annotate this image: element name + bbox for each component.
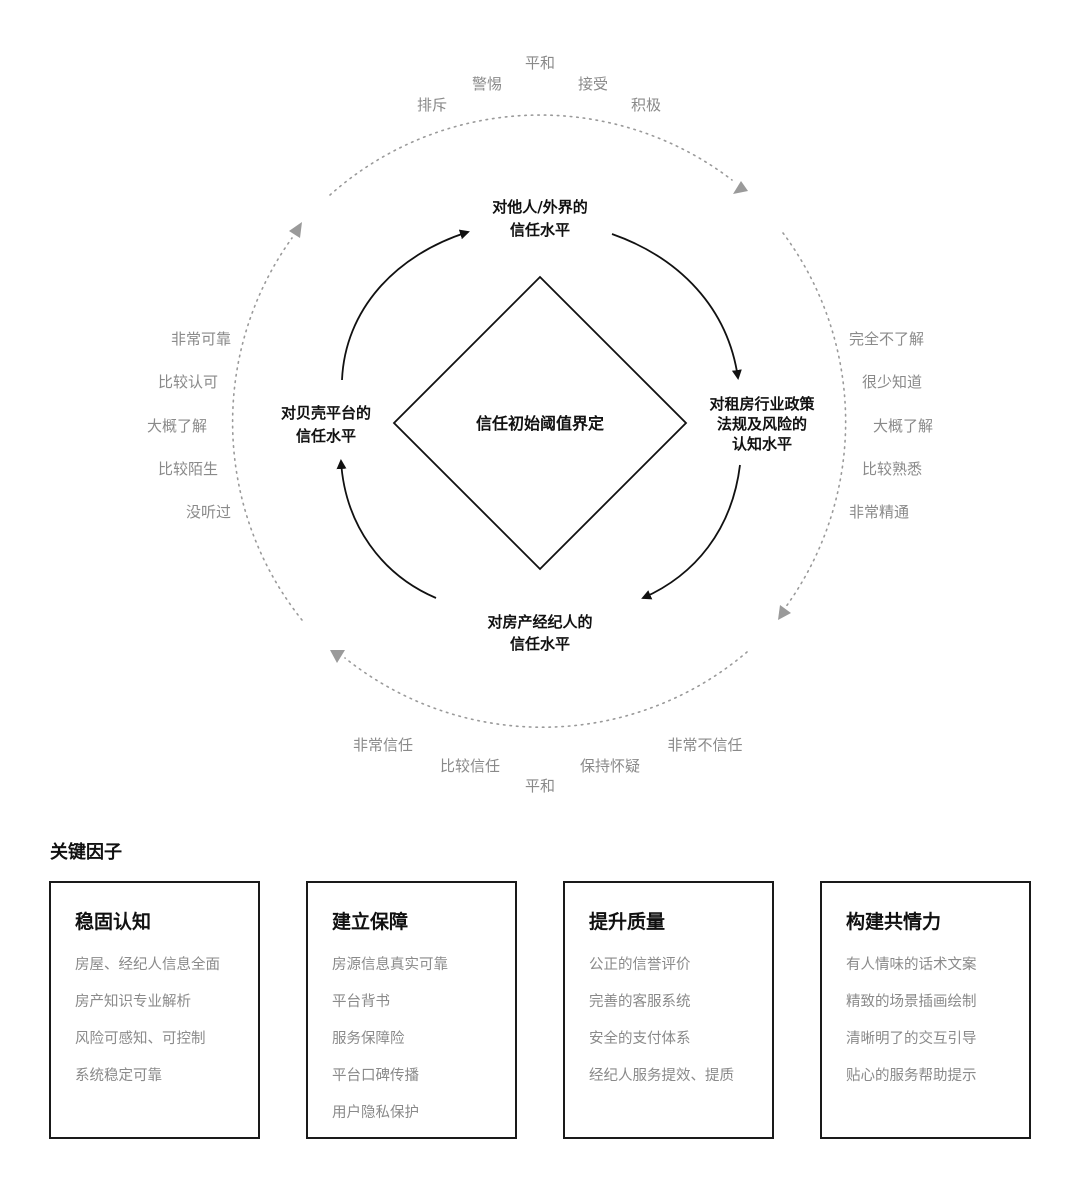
center-diamond bbox=[392, 275, 688, 571]
card-item-list: 有人情味的话术文案 精致的场景插画绘制 清晰明了的交互引导 贴心的服务帮助提示 bbox=[846, 954, 1029, 1102]
card-title: 提升质量 bbox=[589, 911, 666, 933]
inner-arrow-left-to-top bbox=[341, 229, 470, 381]
node-left-line-2: 信任水平 bbox=[296, 427, 356, 445]
scale-left-item: 非常可靠 bbox=[171, 330, 231, 348]
card-item: 有人情味的话术文案 bbox=[846, 957, 977, 973]
node-top-line-2: 信任水平 bbox=[510, 221, 570, 239]
scale-right-item: 很少知道 bbox=[862, 373, 922, 391]
scale-bottom-item: 比较信任 bbox=[440, 757, 500, 775]
card-item: 公正的信誉评价 bbox=[589, 957, 691, 973]
card-item: 系统稳定可靠 bbox=[75, 1068, 162, 1084]
card-item: 用户隐私保护 bbox=[332, 1105, 419, 1121]
card-item: 服务保障险 bbox=[332, 1031, 405, 1047]
node-right-line-2: 法规及风险的 bbox=[717, 415, 807, 433]
card-item: 平台背书 bbox=[332, 994, 390, 1010]
scale-top-item: 平和 bbox=[525, 54, 555, 72]
factor-card-build-guarantee: 建立保障 房源信息真实可靠 平台背书 服务保障险 平台口碑传播 用户隐私保护 bbox=[306, 881, 517, 1139]
scale-right-item: 比较熟悉 bbox=[862, 460, 922, 478]
scale-bottom-item: 平和 bbox=[525, 777, 555, 795]
outer-arc-right bbox=[782, 232, 847, 609]
outer-arrowhead-right-bottom bbox=[778, 605, 791, 620]
card-item: 完善的客服系统 bbox=[589, 994, 691, 1010]
key-factors-title: 关键因子 bbox=[50, 842, 122, 863]
outer-dotted-ring bbox=[231, 114, 847, 728]
card-item: 房屋、经纪人信息全面 bbox=[75, 957, 220, 973]
card-item: 风险可感知、可控制 bbox=[75, 1031, 206, 1047]
scale-top-item: 警惕 bbox=[472, 75, 502, 93]
scale-bottom-item: 非常不信任 bbox=[667, 736, 742, 754]
scale-top-item: 排斥 bbox=[417, 96, 447, 114]
node-bottom-line-1: 对房产经纪人的 bbox=[487, 613, 592, 631]
inner-arrow-right-to-bottom bbox=[641, 464, 741, 600]
factor-card-improve-quality: 提升质量 公正的信誉评价 完善的客服系统 安全的支付体系 经纪人服务提效、提质 bbox=[563, 881, 774, 1139]
outer-arc-top bbox=[329, 114, 733, 196]
card-title: 建立保障 bbox=[332, 911, 409, 933]
card-title: 稳固认知 bbox=[75, 911, 152, 933]
scale-bottom-item: 非常信任 bbox=[353, 736, 413, 754]
scale-right-item: 完全不了解 bbox=[849, 330, 924, 348]
scale-right-item: 非常精通 bbox=[849, 503, 909, 521]
center-label: 信任初始阈值界定 bbox=[476, 414, 604, 433]
card-item: 经纪人服务提效、提质 bbox=[589, 1068, 734, 1084]
inner-arrow-bottom-to-left bbox=[336, 459, 437, 599]
factor-card-build-empathy: 构建共情力 有人情味的话术文案 精致的场景插画绘制 清晰明了的交互引导 贴心的服… bbox=[820, 881, 1031, 1139]
card-item: 平台口碑传播 bbox=[332, 1068, 419, 1084]
node-bottom-line-2: 信任水平 bbox=[510, 635, 570, 653]
card-item-list: 房屋、经纪人信息全面 房产知识专业解析 风险可感知、可控制 系统稳定可靠 bbox=[75, 954, 258, 1102]
card-item-list: 公正的信誉评价 完善的客服系统 安全的支付体系 经纪人服务提效、提质 bbox=[589, 954, 772, 1102]
node-left-line-1: 对贝壳平台的 bbox=[281, 404, 371, 422]
scale-left-item: 大概了解 bbox=[147, 417, 207, 435]
card-item: 安全的支付体系 bbox=[589, 1031, 691, 1047]
scale-top-item: 积极 bbox=[631, 96, 661, 114]
scale-top-item: 接受 bbox=[578, 75, 608, 93]
card-item: 贴心的服务帮助提示 bbox=[846, 1068, 977, 1084]
outer-arrowhead-left-top bbox=[289, 222, 302, 238]
node-top-line-1: 对他人/外界的 bbox=[492, 198, 587, 216]
outer-arrowhead-bottom-left bbox=[330, 650, 345, 663]
node-right-line-3: 认知水平 bbox=[732, 435, 792, 453]
card-title: 构建共情力 bbox=[846, 911, 942, 933]
card-item: 房源信息真实可靠 bbox=[332, 957, 448, 973]
factor-cards: 稳固认知 房屋、经纪人信息全面 房产知识专业解析 风险可感知、可控制 系统稳定可… bbox=[49, 881, 1031, 1143]
trust-cycle-diagram: 信任初始阈值界定 对他人/外界的 信任水平 对租房行业政策 法规及风险的 认知水… bbox=[147, 54, 933, 795]
scale-left-item: 没听过 bbox=[186, 503, 231, 521]
factor-card-stable-cognition: 稳固认知 房屋、经纪人信息全面 房产知识专业解析 风险可感知、可控制 系统稳定可… bbox=[49, 881, 260, 1139]
scale-right-item: 大概了解 bbox=[873, 417, 933, 435]
scale-left-item: 比较陌生 bbox=[158, 460, 218, 478]
outer-arc-left bbox=[231, 237, 303, 621]
outer-arc-bottom bbox=[344, 651, 748, 728]
outer-arrowhead-top-right bbox=[733, 181, 748, 194]
node-right-line-1: 对租房行业政策 bbox=[709, 395, 815, 413]
inner-arrow-top-to-right bbox=[611, 233, 742, 380]
card-item: 精致的场景插画绘制 bbox=[846, 994, 977, 1010]
scale-bottom-item: 保持怀疑 bbox=[580, 757, 640, 775]
card-item: 房产知识专业解析 bbox=[75, 994, 191, 1010]
card-item: 清晰明了的交互引导 bbox=[846, 1031, 977, 1047]
card-item-list: 房源信息真实可靠 平台背书 服务保障险 平台口碑传播 用户隐私保护 bbox=[332, 954, 515, 1139]
scale-left-item: 比较认可 bbox=[158, 373, 218, 391]
